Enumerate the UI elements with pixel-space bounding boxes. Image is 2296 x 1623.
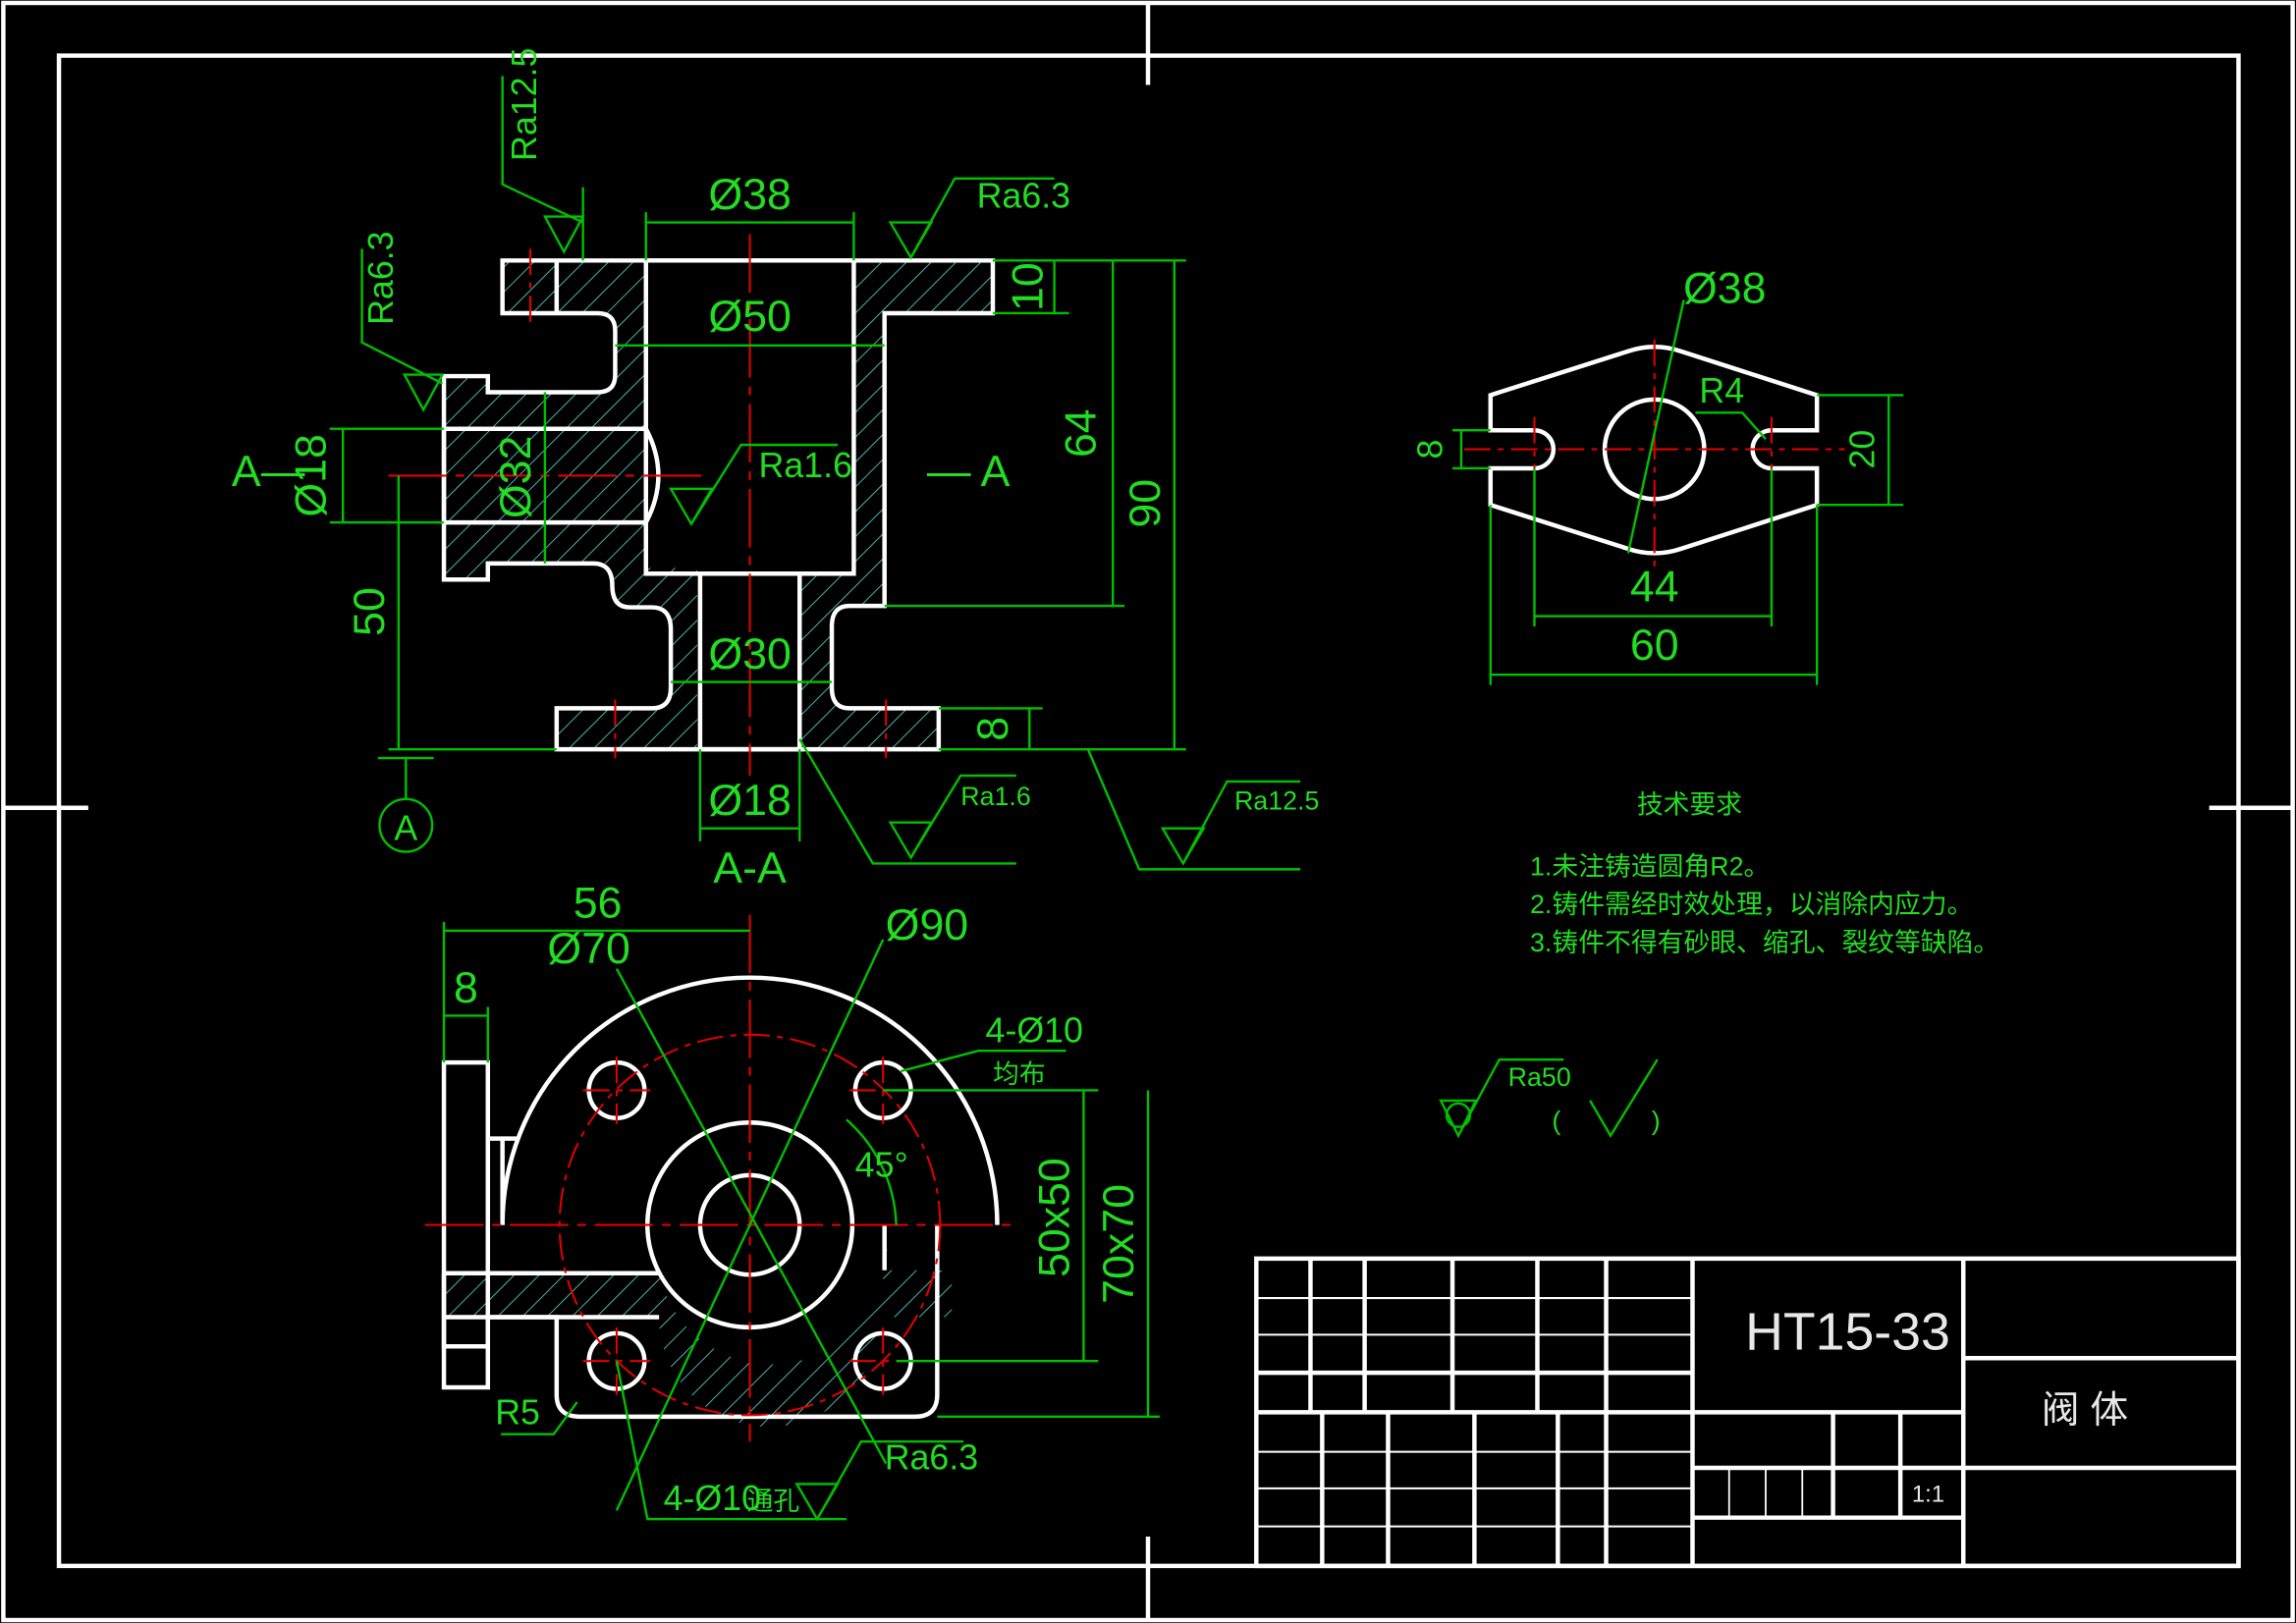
ra1-6-inner: Ra1.6 <box>759 446 852 485</box>
dim8-flange-label: 8 <box>1411 440 1450 460</box>
dim60-label: 60 <box>1630 622 1679 670</box>
part-name-label: 阀 体 <box>2042 1389 2128 1432</box>
dim90-label: 90 <box>1121 479 1170 528</box>
ra12-5-top: Ra12.5 <box>505 48 544 161</box>
dim64-label: 64 <box>1057 408 1105 458</box>
dim50x50-label: 50x50 <box>1031 1158 1079 1277</box>
flange-dimensions: Ø38 R4 8 20 44 60 <box>1411 265 1904 685</box>
flange-view <box>1463 339 1845 571</box>
ra50-label: Ra50 <box>1508 1062 1571 1092</box>
through-hole-label: 通孔 <box>747 1487 800 1516</box>
section-mark-left: A— <box>232 448 305 496</box>
dia30-label: Ø30 <box>708 630 792 678</box>
dim44-label: 44 <box>1630 564 1679 612</box>
dim50-label: 50 <box>346 587 394 636</box>
tech-note-2: 2.铸件需经时效处理，以消除内应力。 <box>1530 890 1973 919</box>
holes-4-10-label: 4-Ø10 <box>986 1010 1083 1050</box>
section-mark-right: — A <box>927 448 1011 496</box>
roughness-symbols: Ra12.5 Ra6.3 Ra6.3 Ra1.6 Ra1.6 Ra12.5 Ra… <box>360 48 1661 1522</box>
paren-open: ( <box>1552 1107 1560 1136</box>
flange-dia38-label: Ø38 <box>1683 265 1767 313</box>
ra6-3-top: Ra6.3 <box>977 177 1070 216</box>
tech-title: 技术要求 <box>1637 790 1742 820</box>
dia18-bottom-label: Ø18 <box>708 777 792 825</box>
plan-view <box>424 914 1011 1442</box>
dim10-label: 10 <box>1005 262 1053 311</box>
r4-label: R4 <box>1699 371 1744 410</box>
section-dimensions: Ø38 Ø50 10 64 90 8 Ø32 Ø18 50 Ø30 Ø18 A— <box>232 171 1186 893</box>
ra6-3-left: Ra6.3 <box>361 231 401 324</box>
ra1-6-bottom: Ra1.6 <box>960 782 1031 811</box>
angle-45-label: 45° <box>855 1145 908 1184</box>
dia70-label: Ø70 <box>547 925 630 973</box>
dia90-label: Ø90 <box>886 901 969 949</box>
dia38-top-label: Ø38 <box>708 171 792 219</box>
evenly-distributed-label: 均布 <box>993 1059 1046 1089</box>
section-view-title: A-A <box>713 844 787 893</box>
dim8-bottom-label: 8 <box>969 717 1017 741</box>
tech-note-1: 1.未注铸造圆角R2。 <box>1530 851 1770 881</box>
datum-a-letter: A <box>394 809 417 848</box>
title-block: HT15-33 阀 体 1:1 <box>1254 1256 2241 1569</box>
plan-dimensions: 56 8 Ø70 Ø90 4-Ø10 均布 45° 50x50 70x70 R5… <box>442 880 1160 1521</box>
dim8-left-label: 8 <box>454 964 478 1012</box>
holes-through-label: 4-Ø10 <box>664 1479 761 1518</box>
r5-label: R5 <box>495 1392 540 1432</box>
ra6-3-plan: Ra6.3 <box>885 1437 978 1477</box>
section-view <box>388 234 996 776</box>
material-label: HT15-33 <box>1745 1302 1950 1361</box>
dia50-label: Ø50 <box>708 293 792 341</box>
paren-close: ) <box>1652 1107 1661 1136</box>
dim56-label: 56 <box>574 880 623 928</box>
dim70x70-label: 70x70 <box>1095 1184 1143 1304</box>
dim20-label: 20 <box>1842 430 1882 469</box>
technical-requirements: 技术要求 1.未注铸造圆角R2。 2.铸件需经时效处理，以消除内应力。 3.铸件… <box>1530 790 1999 957</box>
dia32-label: Ø32 <box>492 436 540 519</box>
ra12-5-bottom: Ra12.5 <box>1234 785 1319 815</box>
hatched-walls <box>444 260 994 750</box>
dia18-left-label: Ø18 <box>287 434 335 517</box>
tech-note-3: 3.铸件不得有砂眼、缩孔、裂纹等缺陷。 <box>1530 928 1999 957</box>
scale-label: 1:1 <box>1912 1481 1944 1507</box>
